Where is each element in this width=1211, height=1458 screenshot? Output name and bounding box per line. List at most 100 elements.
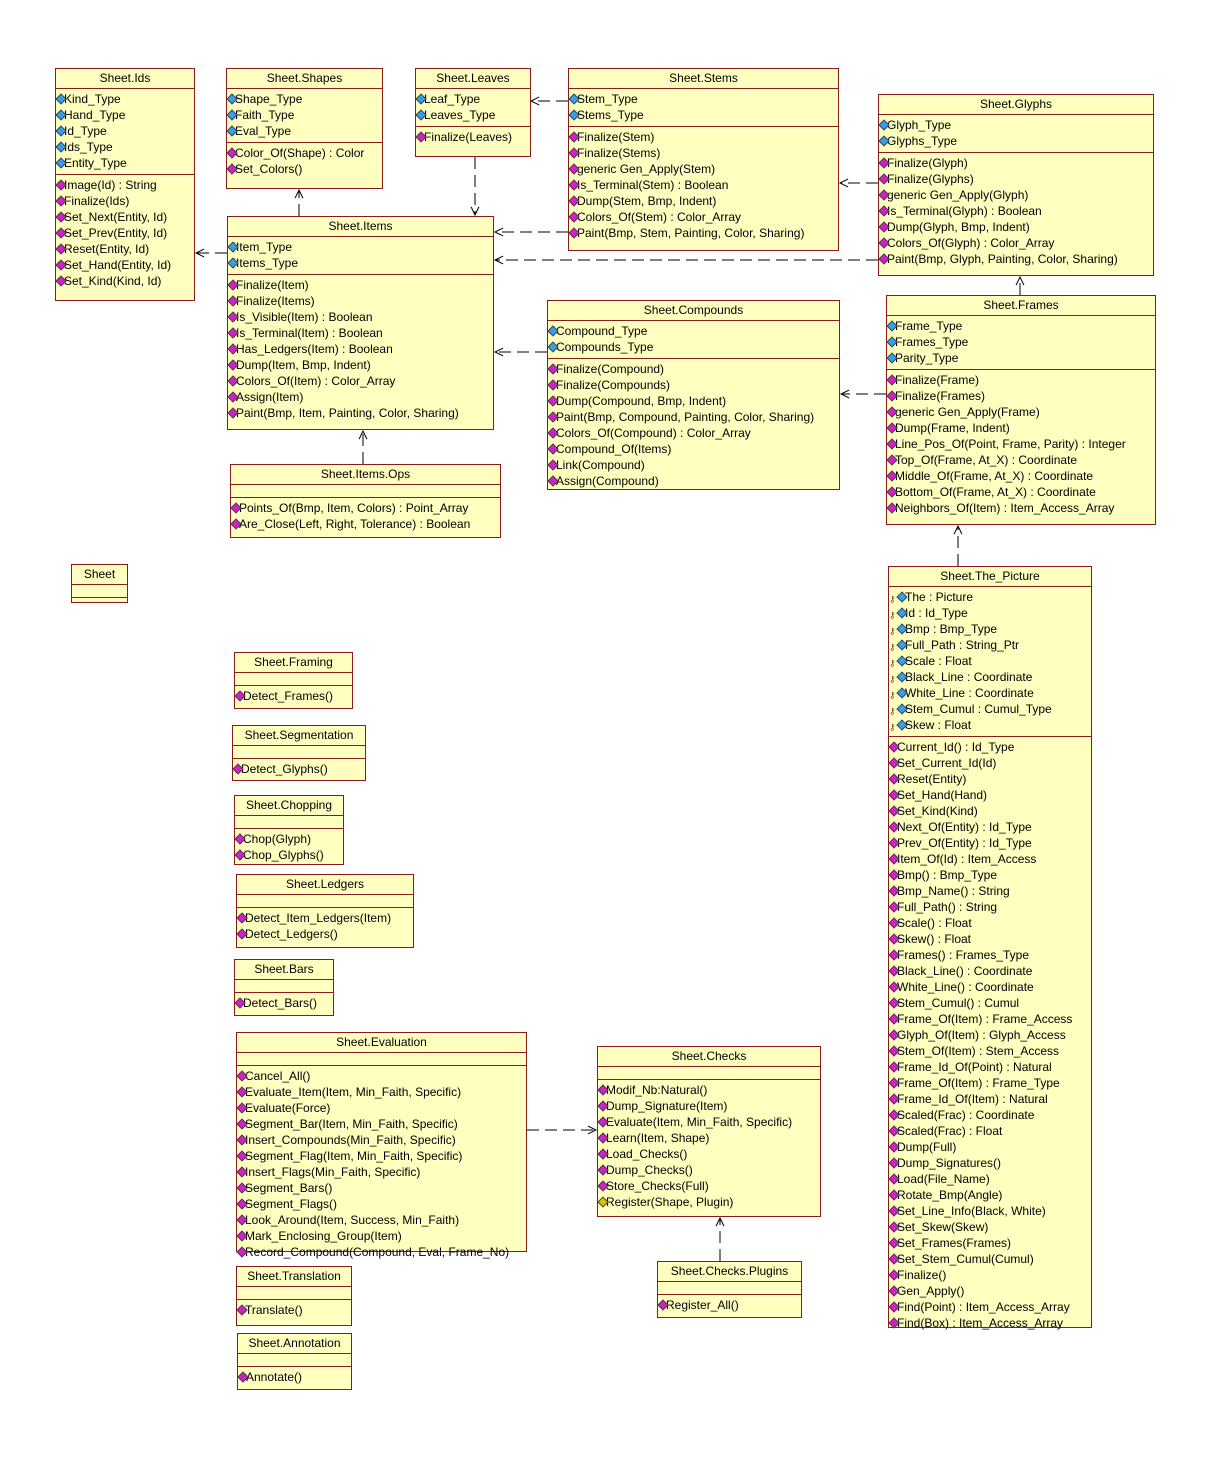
- attribute-row: Ids_Type: [56, 139, 194, 155]
- attributes-section: [237, 1053, 526, 1066]
- operation-label: Finalize(Items): [236, 294, 315, 308]
- operation-row: Is_Terminal(Stem) : Boolean: [569, 177, 838, 193]
- operation-label: Frame_Of(Item) : Frame_Access: [897, 1012, 1073, 1026]
- operation-label: generic Gen_Apply(Stem): [577, 162, 716, 176]
- operations-section: Annotate(): [238, 1367, 351, 1388]
- operation-row: Skew() : Float: [889, 931, 1091, 947]
- operation-label: Finalize(Ids): [64, 194, 130, 208]
- operation-row: Has_Ledgers(Item) : Boolean: [228, 341, 493, 357]
- attribute-label: Shape_Type: [235, 92, 303, 106]
- operation-label: Set_Kind(Kind): [897, 804, 978, 818]
- operation-label: Dump(Stem, Bmp, Indent): [577, 194, 717, 208]
- operation-row: generic Gen_Apply(Stem): [569, 161, 838, 177]
- operation-label: Paint(Bmp, Glyph, Painting, Color, Shari…: [887, 252, 1118, 266]
- operations-section: Detect_Item_Ledgers(Item)Detect_Ledgers(…: [237, 908, 413, 945]
- attribute-row: Hand_Type: [56, 107, 194, 123]
- operation-label: Is_Terminal(Item) : Boolean: [236, 326, 383, 340]
- operation-label: Finalize(Stem): [577, 130, 655, 144]
- operation-row: Link(Compound): [548, 457, 839, 473]
- operation-row: Frame_Of(Item) : Frame_Access: [889, 1011, 1091, 1027]
- operation-row: Prev_Of(Entity) : Id_Type: [889, 835, 1091, 851]
- operation-row: Set_Frames(Frames): [889, 1235, 1091, 1251]
- private-key-icon: ⚷: [889, 674, 896, 684]
- attribute-row: Id_Type: [56, 123, 194, 139]
- attribute-row: ⚷Skew : Float: [889, 717, 1091, 733]
- operation-row: Colors_Of(Item) : Color_Array: [228, 373, 493, 389]
- operation-label: Scale() : Float: [897, 916, 972, 930]
- attribute-label: Black_Line : Coordinate: [905, 670, 1033, 684]
- operation-row: Scaled(Frac) : Float: [889, 1123, 1091, 1139]
- class-name: Sheet.Chopping: [235, 796, 343, 816]
- operation-row: Segment_Flags(): [237, 1196, 526, 1212]
- operation-row: Glyph_Of(Item) : Glyph_Access: [889, 1027, 1091, 1043]
- operation-label: Find(Box) : Item_Access_Array: [897, 1316, 1064, 1330]
- operation-row: Paint(Bmp, Item, Painting, Color, Sharin…: [228, 405, 493, 421]
- operation-row: Look_Around(Item, Success, Min_Faith): [237, 1212, 526, 1228]
- operation-label: Finalize(Leaves): [424, 130, 513, 144]
- operation-row: Segment_Bars(): [237, 1180, 526, 1196]
- operation-label: Gen_Apply(): [897, 1284, 965, 1298]
- class-name: Sheet.Shapes: [227, 69, 382, 89]
- attributes-section: [233, 746, 365, 759]
- operation-row: Dump(Glyph, Bmp, Indent): [879, 219, 1153, 235]
- class-name: Sheet.Ledgers: [237, 875, 413, 895]
- arrowhead-icon: [715, 1216, 725, 1227]
- attribute-row: Leaves_Type: [416, 107, 530, 123]
- operation-label: Bmp() : Bmp_Type: [897, 868, 998, 882]
- class-box-sheet-the-picture[interactable]: Sheet.The_Picture⚷The : Picture⚷Id : Id_…: [888, 566, 1092, 1330]
- operation-label: Is_Terminal(Stem) : Boolean: [577, 178, 729, 192]
- arrowhead-icon: [358, 429, 368, 440]
- operation-label: Set_Line_Info(Black, White): [897, 1204, 1046, 1218]
- operation-row: Scale() : Float: [889, 915, 1091, 931]
- operation-row: Top_Of(Frame, At_X) : Coordinate: [887, 452, 1155, 468]
- operations-section: Finalize(Glyph)Finalize(Glyphs)generic G…: [879, 153, 1153, 270]
- operation-label: Bottom_Of(Frame, At_X) : Coordinate: [895, 485, 1096, 499]
- attribute-row: Leaf_Type: [416, 91, 530, 107]
- attribute-row: Eval_Type: [227, 123, 382, 139]
- operation-row: Segment_Bar(Item, Min_Faith, Specific): [237, 1116, 526, 1132]
- operation-row: Detect_Ledgers(): [237, 926, 413, 942]
- operation-label: Full_Path() : String: [897, 900, 998, 914]
- attribute-label: Stem_Type: [577, 92, 638, 106]
- operation-row: Black_Line() : Coordinate: [889, 963, 1091, 979]
- operation-row: Learn(Item, Shape): [598, 1130, 820, 1146]
- operation-row: Paint(Bmp, Compound, Painting, Color, Sh…: [548, 409, 839, 425]
- attribute-label: Leaves_Type: [424, 108, 496, 122]
- operation-row: Points_Of(Bmp, Item, Colors) : Point_Arr…: [231, 500, 500, 516]
- attribute-label: Faith_Type: [235, 108, 295, 122]
- operation-row: Dump(Stem, Bmp, Indent): [569, 193, 838, 209]
- attribute-row: ⚷White_Line : Coordinate: [889, 685, 1091, 701]
- operation-label: Paint(Bmp, Compound, Painting, Color, Sh…: [556, 410, 815, 424]
- operation-label: Finalize(Frames): [895, 389, 986, 403]
- operation-row: Detect_Item_Ledgers(Item): [237, 910, 413, 926]
- attribute-row: Frames_Type: [887, 334, 1155, 350]
- operation-row: Translate(): [237, 1302, 351, 1318]
- class-box-sheet[interactable]: Sheet: [71, 564, 128, 603]
- operation-label: Cancel_All(): [245, 1069, 311, 1083]
- operation-label: Top_Of(Frame, At_X) : Coordinate: [895, 453, 1078, 467]
- attributes-section: [235, 816, 343, 829]
- attribute-label: Eval_Type: [235, 124, 292, 138]
